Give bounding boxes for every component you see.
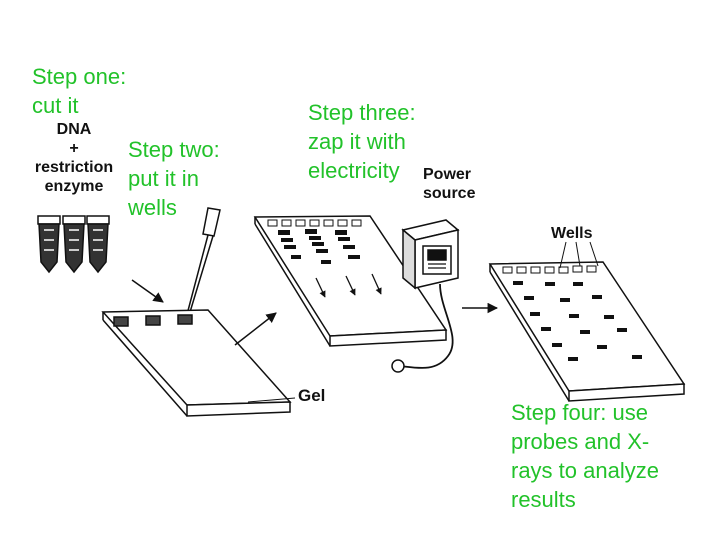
step-two-text: Step two: put it in wells (128, 137, 220, 220)
step-one-text: Step one: cut it (32, 64, 127, 118)
gel-slab-1 (101, 309, 292, 417)
wells-label: Wells (551, 225, 593, 242)
power-cable (399, 283, 454, 369)
test-tube-2-icon (62, 215, 86, 274)
gel-2-bands (278, 229, 360, 264)
gel-slab-2 (253, 215, 448, 347)
arrow-to-wells (131, 279, 164, 303)
migration-arrows (315, 273, 382, 298)
test-tubes (37, 215, 110, 274)
power-source-icon (401, 219, 460, 290)
gel-label: Gel (298, 386, 326, 405)
step-four-text: Step four: use probes and X- rays to ana… (511, 400, 659, 512)
gel-3-wells (502, 265, 597, 274)
test-tube-1-icon (37, 215, 61, 274)
power-source-label: Power source (423, 166, 476, 202)
wells-pointer-lines (559, 241, 599, 269)
gel-slab-3 (488, 261, 686, 402)
dna-enzyme-label: DNA + restriction enzyme (34, 121, 114, 195)
gel-3-bands (513, 281, 642, 361)
step-three-text: Step three: zap it with electricity (308, 100, 416, 183)
arrow-to-electrophoresis (234, 312, 277, 346)
gel-2-wells (267, 219, 362, 227)
cable-terminal (391, 359, 405, 373)
pipette-icon (184, 207, 221, 323)
gel-1-wells (113, 314, 193, 327)
gel-pointer-line (247, 397, 296, 403)
test-tube-3-icon (86, 215, 110, 274)
